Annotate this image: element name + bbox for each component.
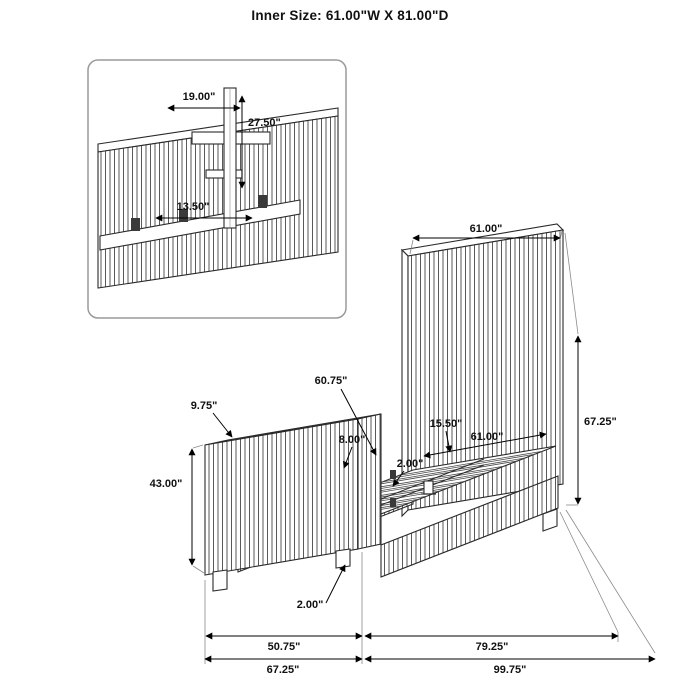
dim-label-bracket-width: 19.00" <box>183 91 216 103</box>
center-support-foot <box>423 480 434 495</box>
bed-leg <box>212 569 228 592</box>
extension-line <box>409 239 414 255</box>
dim-label-inner-width: 61.00" <box>471 431 504 443</box>
dimension-line-inner-width <box>423 431 547 459</box>
dim-label-footboard-inner-width: 50.75" <box>268 641 301 653</box>
mount-bracket-icon <box>390 498 396 507</box>
extension-line <box>192 444 204 449</box>
dim-label-slat-thickness: 2.00" <box>397 458 424 470</box>
bracket-clip-icon <box>258 195 267 208</box>
leader-line-rail-offset <box>342 446 353 469</box>
dim-label-slat-width: 60.75" <box>315 375 348 387</box>
extension-line <box>559 511 619 633</box>
extension-line <box>564 232 579 335</box>
inset-headboard-panel <box>97 115 339 289</box>
bracket-clip-icon <box>131 218 140 231</box>
page-title: Inner Size: 61.00"W X 81.00"D <box>251 8 449 23</box>
dim-label-footboard-height: 43.00" <box>150 478 183 490</box>
leader-line-leg-height <box>325 564 346 604</box>
leader-line-rail-top-width <box>212 412 233 438</box>
leader-line-slat-thickness <box>392 470 405 487</box>
right-side-rail <box>380 475 559 578</box>
dim-label-rail-top-width: 9.75" <box>191 400 218 412</box>
dim-label-rail-offset: 8.00" <box>339 434 366 446</box>
extension-line <box>565 509 656 654</box>
dim-label-headboard-height: 67.25" <box>584 416 617 428</box>
dim-label-slat-setback: 15.50" <box>430 418 463 430</box>
dimension-annotations: 61.00" 67.25" 43.00" 9.75" 60.75" 15.50"… <box>150 223 656 676</box>
extension-line <box>192 565 205 574</box>
dim-label-headboard-width: 61.00" <box>470 223 503 235</box>
dim-label-overall-depth: 99.75" <box>494 664 527 676</box>
bed-leg <box>335 548 351 569</box>
dim-label-rail-length: 79.25" <box>476 641 509 653</box>
inset-detail: 19.00" 27.50" 13.50" <box>87 59 347 319</box>
dim-label-overall-width: 67.25" <box>267 664 300 676</box>
dim-label-bracket-height: 27.50" <box>248 117 281 129</box>
bed-leg <box>542 508 558 532</box>
dim-label-leg-height: 2.00" <box>297 599 324 611</box>
dim-label-bracket-spacing: 13.50" <box>177 201 210 213</box>
mount-bracket-icon <box>390 470 396 479</box>
footboard-panel <box>204 418 359 576</box>
leader-line-slat-width <box>340 388 377 456</box>
